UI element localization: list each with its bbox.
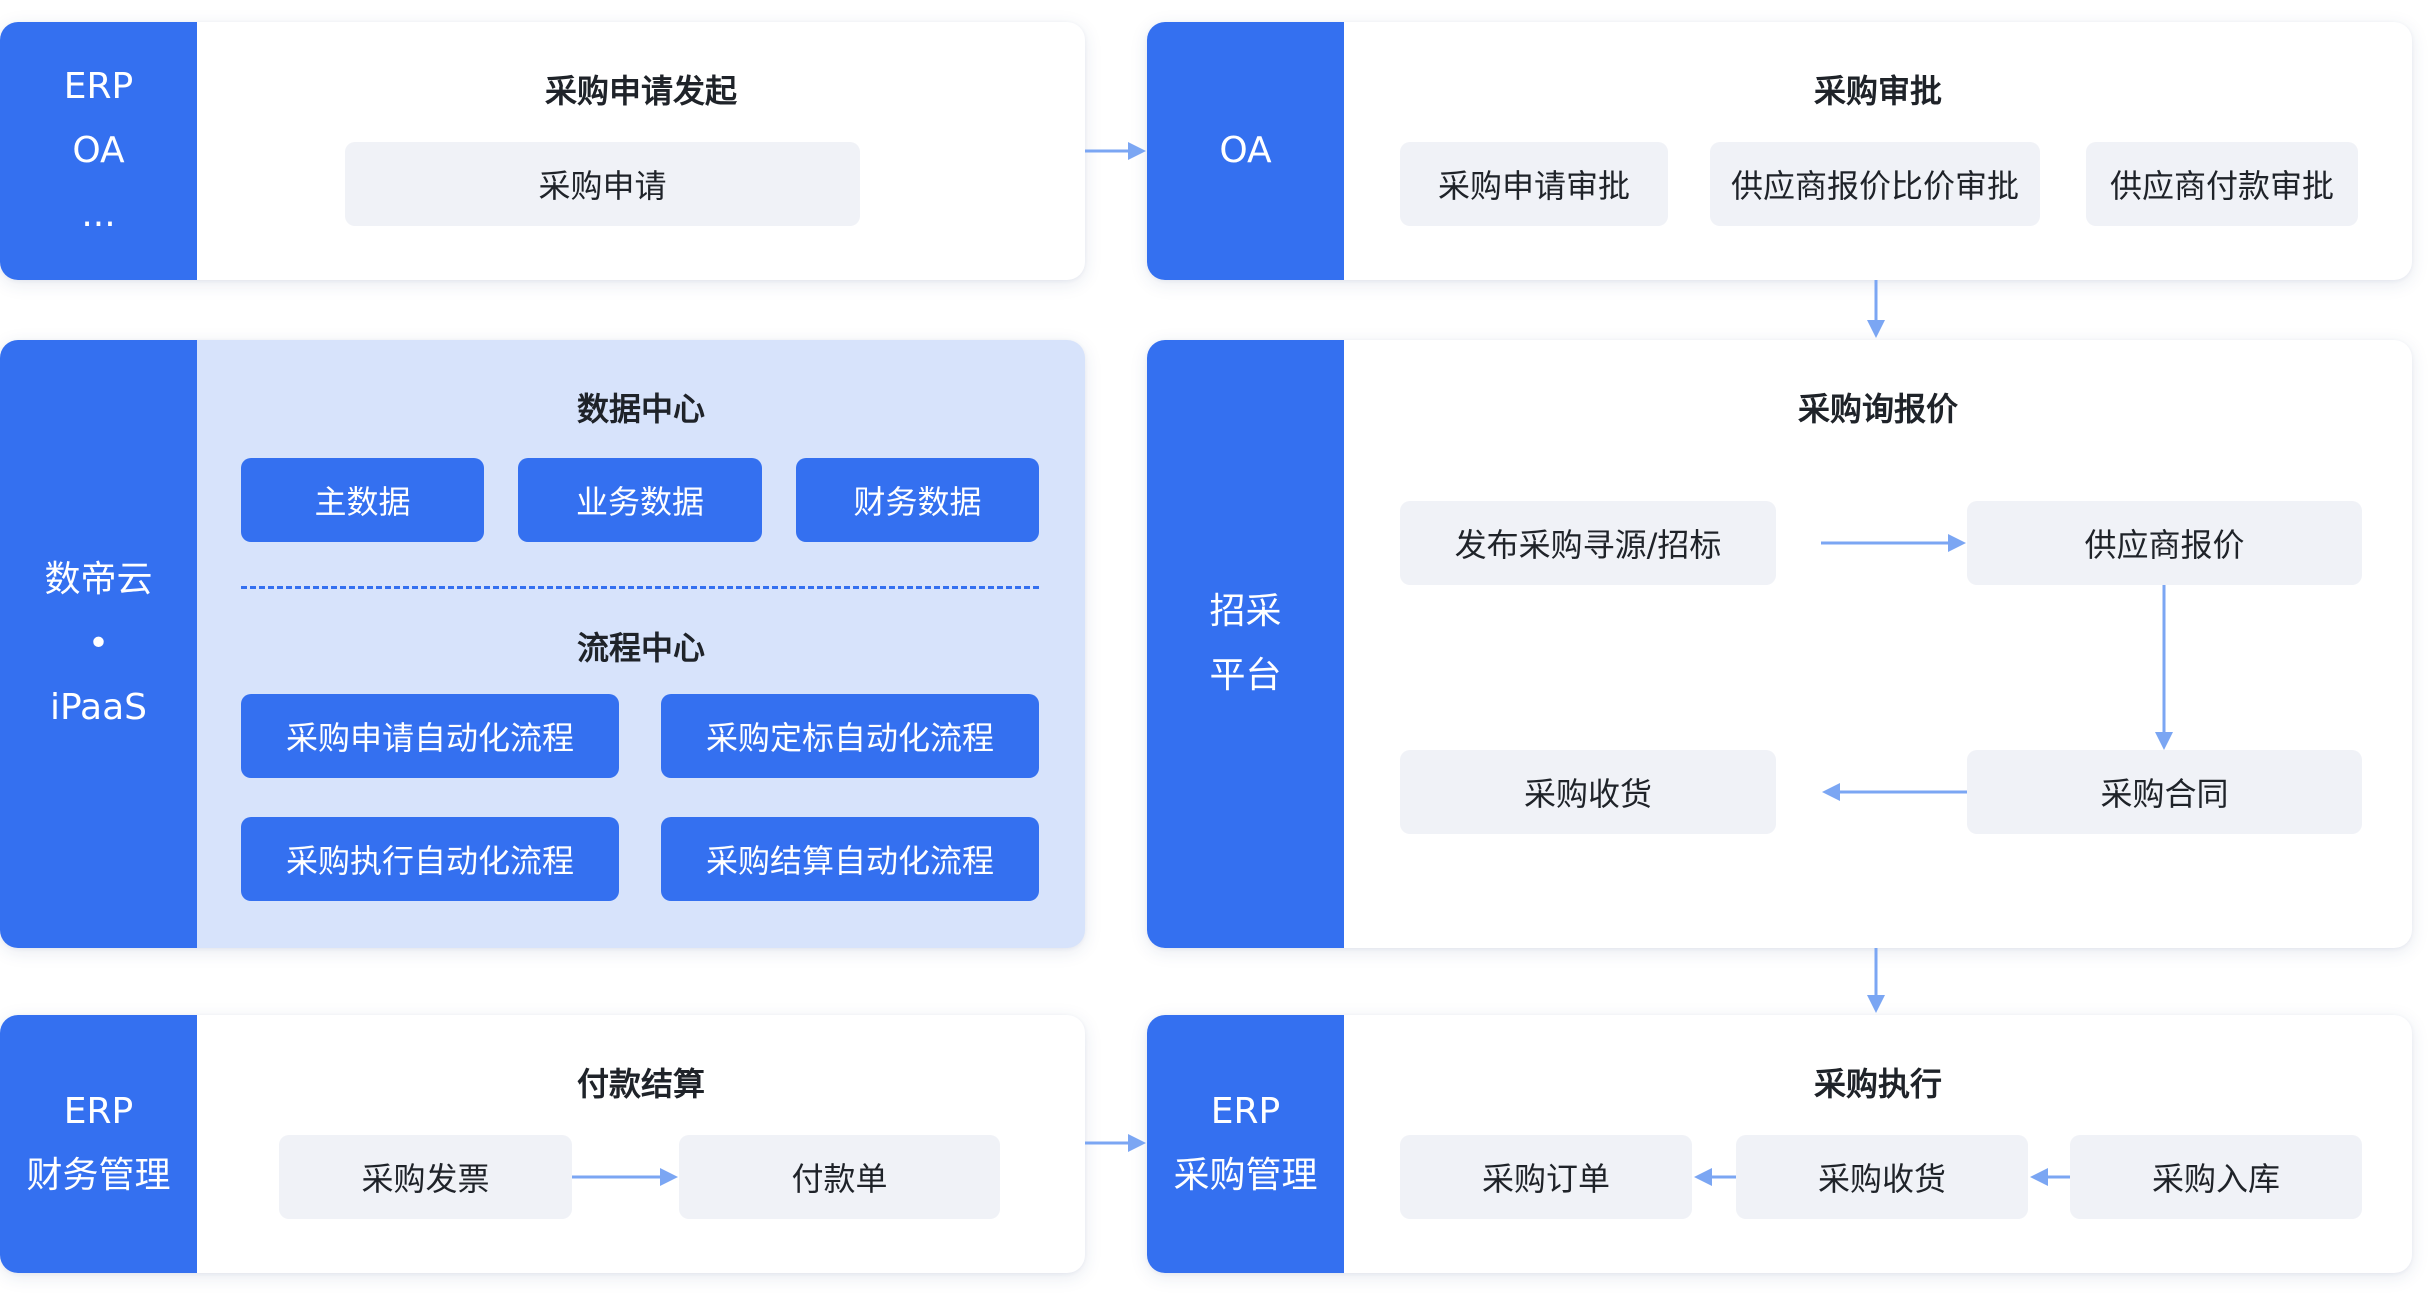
panel-bidding-title: 采购询报价 [1797,390,1958,428]
data-center-title: 数据中心 [576,390,705,428]
arrow-head [2030,1168,2048,1186]
arrow-head [1128,1134,1146,1152]
item-payment-order: 付款单 [679,1135,1000,1219]
section-divider [241,586,1039,589]
item-warehouse-entry: 采购入库 [2070,1135,2362,1219]
side-label: • [87,623,110,664]
side-label: ERP [63,66,134,107]
panel-bidding-platform: 招采 平台 采购询报价 发布采购寻源/招标 供应商报价 采购收货 采购合同 [1147,340,2412,948]
side-label: 招采 [1209,591,1282,632]
side-label: OA [1219,130,1272,171]
panel-purchase-execution: ERP 采购管理 采购执行 采购订单 采购收货 采购入库 [1147,1015,2412,1273]
item-settlement-automation: 采购结算自动化流程 [661,817,1039,901]
item-bid-award-automation: 采购定标自动化流程 [661,694,1039,778]
panel-request-title: 采购申请发起 [544,72,737,110]
panel-approval-title: 采购审批 [1813,72,1942,110]
arrow-head [1867,320,1885,338]
side-label: 数帝云 [44,559,153,600]
item-publish-sourcing: 发布采购寻源/招标 [1400,501,1776,585]
arrow-head [1822,783,1840,801]
panel-settlement-title: 付款结算 [576,1065,705,1103]
item-purchase-contract: 采购合同 [1967,750,2362,834]
panel-purchase-request: ERP OA ... 采购申请发起 采购申请 [0,22,1085,280]
item-finance-data: 财务数据 [796,458,1039,542]
panel-execution-side: ERP 采购管理 [1147,1015,1344,1273]
side-label: ERP [1210,1091,1281,1132]
panel-payment-settlement: ERP 财务管理 付款结算 采购发票 付款单 [0,1015,1085,1273]
panel-ipaas-side: 数帝云 • iPaaS [0,340,197,948]
side-label: 采购管理 [1173,1155,1318,1196]
arrow-head [1948,534,1966,552]
item-request-automation: 采购申请自动化流程 [241,694,619,778]
panel-request-side: ERP OA ... [0,22,197,280]
item-supplier-payment-approval: 供应商付款审批 [2086,142,2358,226]
side-label: ERP [63,1091,134,1132]
item-supplier-quote: 供应商报价 [1967,501,2362,585]
panel-execution-title: 采购执行 [1813,1065,1942,1103]
item-purchase-invoice: 采购发票 [279,1135,572,1219]
arrow-head [660,1168,678,1186]
item-execution-automation: 采购执行自动化流程 [241,817,619,901]
panel-settlement-side: ERP 财务管理 [0,1015,197,1273]
panel-bidding-side: 招采 平台 [1147,340,1344,948]
side-label: 平台 [1209,655,1282,696]
arrow-head [1128,142,1146,160]
arrow-head [2155,732,2173,750]
item-business-data: 业务数据 [518,458,762,542]
item-quote-comparison-approval: 供应商报价比价审批 [1710,142,2040,226]
panel-approval-side: OA [1147,22,1344,280]
panel-ipaas: 数帝云 • iPaaS 数据中心 主数据 业务数据 财务数据 流程中心 采购申请… [0,340,1085,948]
panel-purchase-approval: OA 采购审批 采购申请审批 供应商报价比价审批 供应商付款审批 [1147,22,2412,280]
arrow-head [1694,1168,1712,1186]
item-execution-receipt: 采购收货 [1736,1135,2028,1219]
item-purchase-order: 采购订单 [1400,1135,1692,1219]
side-label: OA [72,130,125,171]
item-purchase-request: 采购申请 [345,142,860,226]
item-purchase-receipt: 采购收货 [1400,750,1776,834]
process-center-title: 流程中心 [576,629,705,667]
side-label: ... [81,194,116,235]
item-master-data: 主数据 [241,458,484,542]
item-request-approval: 采购申请审批 [1400,142,1668,226]
arrow-head [1867,995,1885,1013]
side-label: iPaaS [49,687,148,728]
side-label: 财务管理 [26,1155,171,1196]
